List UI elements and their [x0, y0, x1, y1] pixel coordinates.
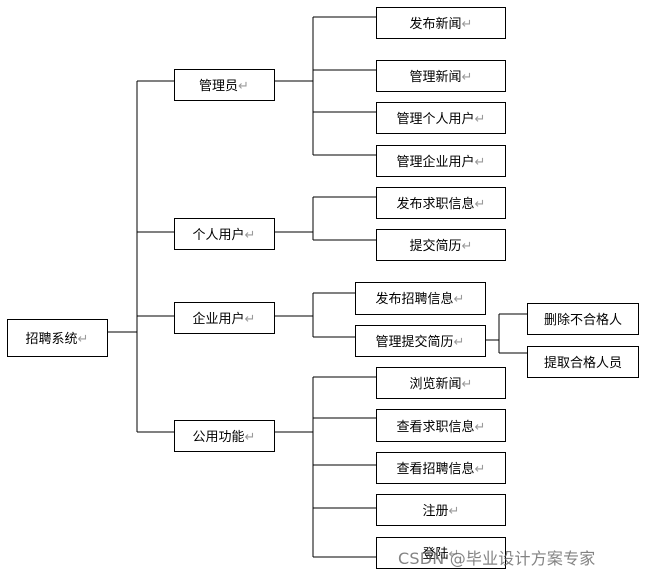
node-view-recruitment-info: 查看招聘信息↵	[376, 452, 506, 484]
node-submit-resume: 提交简历↵	[376, 229, 506, 261]
svg-text:个人用户↵: 个人用户↵	[193, 227, 256, 243]
svg-text:注册↵: 注册↵	[423, 504, 460, 519]
node-hire-qualified: 提取合格人员	[527, 346, 639, 378]
svg-text:删除不合格人: 删除不合格人	[544, 312, 622, 328]
svg-text:企业用户↵: 企业用户↵	[193, 311, 256, 327]
node-login: 登陆↵	[376, 537, 506, 569]
node-manage-enterprise-users: 管理企业用户↵	[376, 145, 506, 177]
svg-text:提交简历↵: 提交简历↵	[410, 238, 473, 254]
node-manage-personal-users: 管理个人用户↵	[376, 102, 506, 134]
node-register: 注册↵	[376, 494, 506, 526]
svg-text:公用功能↵: 公用功能↵	[193, 430, 256, 445]
svg-text:发布招聘信息↵: 发布招聘信息↵	[376, 291, 465, 307]
node-view-job-seeking-info: 查看求职信息↵	[376, 409, 506, 442]
node-manage-submitted-resumes: 管理提交简历↵	[355, 325, 486, 357]
node-recruitment-system: 招聘系统↵	[7, 319, 108, 357]
svg-text:登陆↵: 登陆↵	[423, 546, 460, 562]
node-delete-unqualified: 删除不合格人	[527, 303, 639, 335]
svg-text:管理员↵: 管理员↵	[199, 79, 249, 94]
svg-text:管理提交简历↵: 管理提交简历↵	[376, 334, 465, 350]
node-public-functions: 公用功能↵	[174, 420, 275, 452]
svg-text:发布求职信息↵: 发布求职信息↵	[397, 196, 486, 212]
node-enterprise-user: 企业用户↵	[174, 302, 275, 334]
node-publish-news: 发布新闻↵	[376, 7, 506, 39]
svg-text:管理个人用户↵: 管理个人用户↵	[397, 111, 486, 127]
svg-text:浏览新闻↵: 浏览新闻↵	[410, 376, 473, 392]
node-browse-news: 浏览新闻↵	[376, 367, 506, 399]
svg-text:提取合格人员: 提取合格人员	[544, 355, 622, 371]
svg-text:发布新闻↵: 发布新闻↵	[410, 16, 473, 32]
node-publish-recruitment-info: 发布招聘信息↵	[355, 282, 486, 315]
node-manage-news: 管理新闻↵	[376, 60, 506, 92]
node-publish-job-seeking-info: 发布求职信息↵	[376, 187, 506, 219]
svg-text:招聘系统↵: 招聘系统↵	[26, 332, 89, 347]
svg-text:查看招聘信息↵: 查看招聘信息↵	[397, 461, 486, 477]
node-admin: 管理员↵	[174, 69, 275, 101]
connectors	[107, 16, 527, 558]
svg-text:管理新闻↵: 管理新闻↵	[410, 69, 473, 85]
node-personal-user: 个人用户↵	[174, 218, 275, 250]
svg-text:管理企业用户↵: 管理企业用户↵	[397, 154, 486, 170]
svg-text:查看求职信息↵: 查看求职信息↵	[397, 419, 486, 435]
csdn-watermark: CSDN @毕业设计方案专家	[398, 549, 596, 568]
